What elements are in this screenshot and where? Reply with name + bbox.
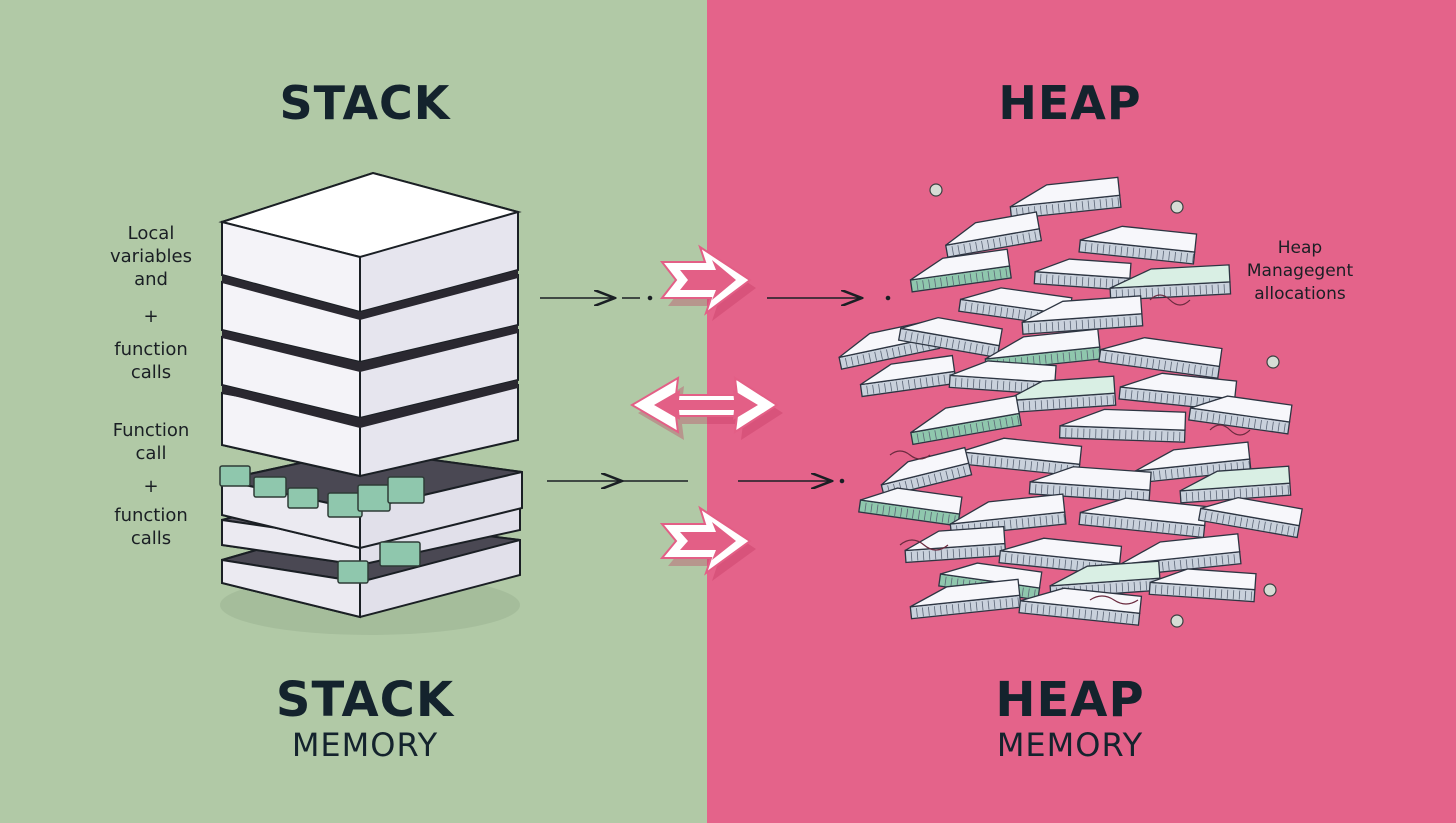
- heap-link-line: [1209, 424, 1251, 436]
- label-line: Function: [112, 420, 190, 441]
- heap-block: [958, 437, 1083, 477]
- right-arrow-icon: [659, 505, 756, 581]
- heap-link-line: [889, 450, 931, 460]
- label-line: calls: [130, 362, 172, 383]
- double-arrow-icon: [630, 376, 783, 440]
- stack-data-chips: [219, 465, 425, 584]
- heap-footer-title: HEAP: [995, 672, 1145, 728]
- heap-block: [858, 487, 963, 527]
- heap-block: [859, 354, 957, 398]
- heap-block: [1197, 496, 1303, 539]
- heap-link-line: [899, 539, 949, 551]
- stack-label-function-call: Function call + function calls: [96, 419, 206, 550]
- heap-block: [1004, 375, 1117, 414]
- heap-block: [1098, 337, 1223, 379]
- stack-footer-title: STACK: [275, 672, 455, 728]
- heap-link-line: [1089, 595, 1139, 605]
- heap-block: [1021, 295, 1144, 335]
- label-line: allocations: [1254, 284, 1346, 304]
- heap-block: [880, 446, 973, 498]
- heap-block: [1033, 258, 1132, 291]
- stack-block-top: [218, 171, 522, 320]
- label-line: Managegent: [1246, 261, 1354, 281]
- heap-block: [910, 394, 1023, 446]
- heap-floating-dots: [929, 183, 1280, 628]
- label-line: Heap: [1277, 238, 1323, 258]
- heap-footer-subtitle: MEMORY: [996, 726, 1144, 764]
- heap-block: [1018, 587, 1143, 626]
- label-line: variables: [110, 246, 192, 267]
- stack-footer-subtitle: MEMORY: [291, 726, 439, 764]
- pointer-arrow-icon: [540, 297, 891, 483]
- heap-label-management: Heap Managegent allocations: [1240, 237, 1360, 306]
- heap-block: [897, 316, 1003, 359]
- heap-block: [1078, 225, 1198, 265]
- heap-block: [909, 578, 1022, 620]
- heap-link-line: [1149, 294, 1191, 306]
- heap-block: [1188, 395, 1293, 435]
- heap-block: [1058, 408, 1187, 443]
- label-line: calls: [130, 528, 172, 549]
- label-line: +: [143, 306, 159, 327]
- label-line: call: [135, 443, 167, 464]
- heap-block: [909, 248, 1012, 293]
- heap-panel: [707, 0, 1456, 823]
- stack-illustration: [218, 171, 523, 635]
- heap-block: [944, 211, 1043, 258]
- heap-block: [1009, 176, 1122, 220]
- stack-label-local-variables: Local variables and + function calls: [96, 222, 206, 384]
- heap-block: [904, 525, 1007, 564]
- right-arrow-icon: [659, 244, 756, 321]
- label-line: function: [114, 505, 188, 526]
- label-line: function: [114, 339, 188, 360]
- heap-title: HEAP: [998, 76, 1142, 130]
- stack-title: STACK: [279, 76, 451, 130]
- heap-block: [1148, 568, 1257, 603]
- label-line: Local: [127, 223, 175, 244]
- heap-illustration: [838, 176, 1303, 626]
- label-line: +: [143, 476, 159, 497]
- label-line: and: [134, 269, 168, 290]
- heap-block: [1179, 465, 1292, 504]
